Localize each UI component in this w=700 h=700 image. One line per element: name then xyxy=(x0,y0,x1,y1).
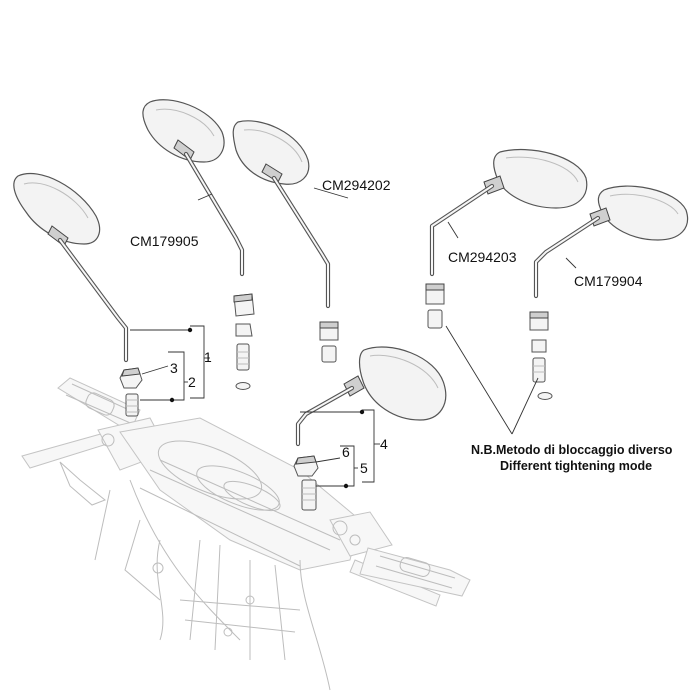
code-label-cm294202: CM294202 xyxy=(322,177,391,193)
callout-number-3: 3 xyxy=(170,360,178,376)
code-label-cm179905: CM179905 xyxy=(130,233,199,249)
mirror-cm294202 xyxy=(232,120,331,309)
callout-number-6: 6 xyxy=(342,444,350,460)
callout-number-5: 5 xyxy=(360,460,368,476)
mirror-cm294203 xyxy=(429,148,588,277)
mirror-cm179905 xyxy=(142,99,245,277)
callout-number-2: 2 xyxy=(188,374,196,390)
handlebar-assembly xyxy=(21,377,471,691)
mirror-left-outer xyxy=(13,172,129,363)
code-label-cm294203: CM294203 xyxy=(448,249,517,265)
callout-dots xyxy=(169,327,365,489)
callout-number-4: 4 xyxy=(380,436,388,452)
note-line-italian: N.B.Metodo di bloccaggio diverso xyxy=(471,443,673,457)
hardware-parts xyxy=(119,283,553,511)
code-label-cm179904: CM179904 xyxy=(574,273,643,289)
note-line-english: Different tightening mode xyxy=(500,459,652,473)
callout-number-1: 1 xyxy=(204,349,212,365)
mirror-center xyxy=(295,346,447,447)
leader-lines xyxy=(130,187,577,487)
mirror-cm179904 xyxy=(533,185,689,299)
